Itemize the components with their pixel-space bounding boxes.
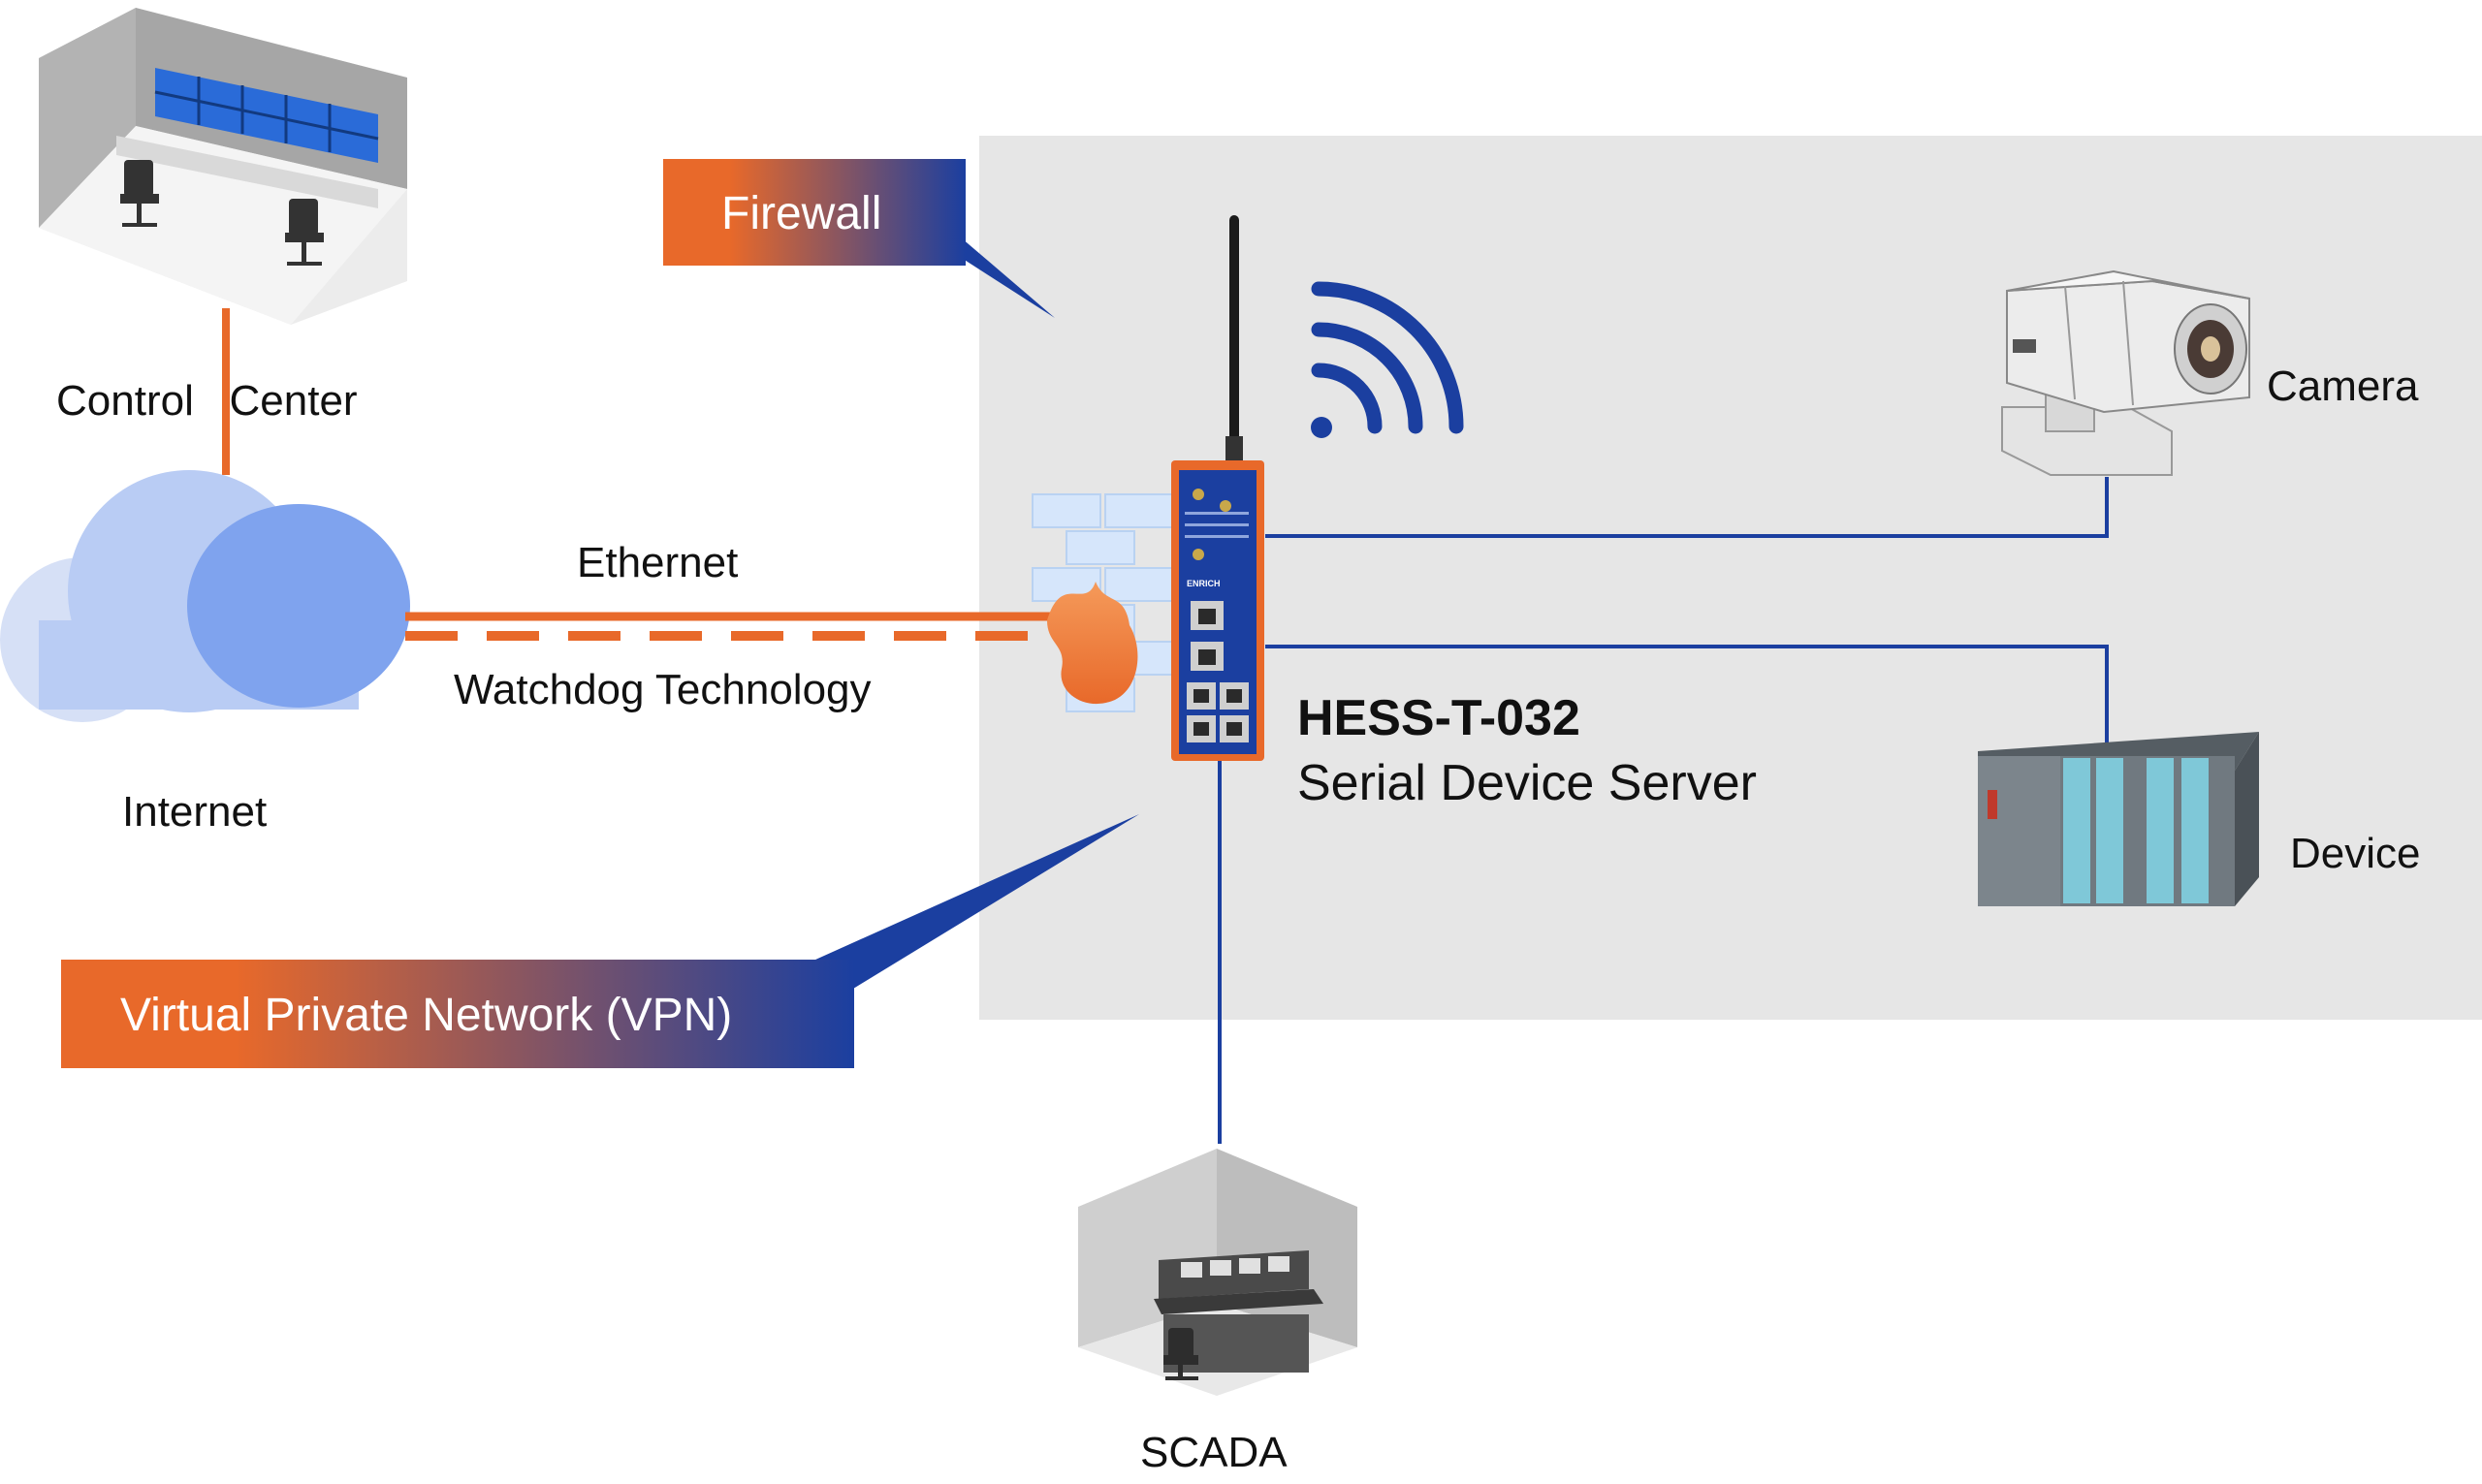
brand-label: ENRICH	[1187, 579, 1221, 588]
wifi-dot	[1311, 417, 1332, 438]
camera-label: Camera	[2267, 363, 2419, 410]
scada-label: SCADA	[1140, 1429, 1288, 1476]
scada-workstation-icon	[1078, 1149, 1357, 1396]
antenna	[1229, 215, 1239, 467]
internet-label: Internet	[122, 788, 267, 836]
device-type-label: Serial Device Server	[1297, 755, 1757, 811]
ethernet-port	[1191, 601, 1224, 630]
device-label: Device	[2290, 830, 2421, 877]
video-wall-screens	[154, 68, 379, 163]
device-link	[1265, 645, 2109, 746]
serial-device-server: ENRICH	[1171, 460, 1264, 761]
office-chair	[285, 199, 324, 266]
ethernet-port	[1187, 682, 1216, 710]
control-center-label: Control Center	[56, 377, 358, 425]
ethernet-port	[1187, 715, 1216, 742]
firewall-tag: Firewall	[663, 159, 1055, 318]
brick-wall-fire-icon	[1032, 493, 1174, 712]
office-chair	[1163, 1328, 1198, 1380]
cloud-icon	[0, 470, 410, 722]
ethernet-port	[1191, 642, 1224, 671]
ethernet-label: Ethernet	[577, 539, 738, 586]
camera-link	[1265, 477, 2109, 538]
firewall-label: Firewall	[721, 188, 881, 239]
ethernet-port	[1220, 715, 1249, 742]
ethernet-port	[1220, 682, 1249, 710]
flame-icon	[1047, 582, 1138, 705]
device-model-label: HESS-T-032	[1297, 690, 1580, 746]
vpn-tag: Virtual Private Network (VPN)	[61, 814, 1139, 1068]
watchdog-label: Watchdog Technology	[454, 666, 872, 713]
antenna-base	[1225, 436, 1243, 465]
office-chair	[120, 160, 159, 227]
wifi-signal-icon	[1311, 281, 1464, 434]
vpn-label: Virtual Private Network (VPN)	[120, 990, 732, 1041]
control-room-icon	[39, 8, 407, 325]
plc-rack-icon	[1978, 732, 2259, 906]
security-camera-icon	[2001, 269, 2250, 476]
